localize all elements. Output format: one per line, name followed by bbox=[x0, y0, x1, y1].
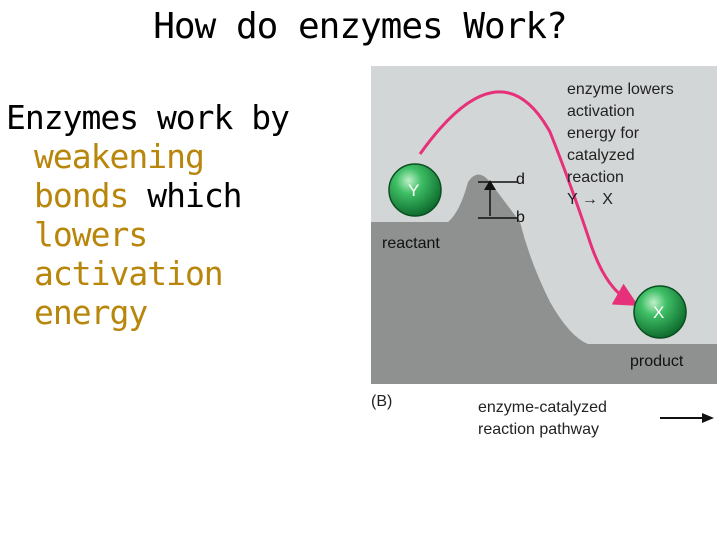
pathway-label-line-1: enzyme-catalyzed bbox=[478, 399, 607, 416]
pathway-label-line-2: reaction pathway bbox=[478, 421, 599, 438]
highlight-activation: activation bbox=[34, 254, 224, 293]
slide-body-text: Enzymes work by weakening bonds which lo… bbox=[6, 98, 356, 332]
activation-arrow-head bbox=[484, 180, 496, 190]
molecule-x bbox=[633, 285, 687, 339]
body-line-2: weakening bbox=[6, 137, 356, 176]
highlight-bonds: bonds bbox=[34, 176, 129, 215]
enzyme-energy-figure: d b Y X enzyme lowers activation energy … bbox=[360, 62, 720, 452]
label-b: b bbox=[516, 209, 525, 226]
highlight-lowers: lowers bbox=[34, 215, 148, 254]
body-line-1: Enzymes work by bbox=[6, 98, 290, 137]
highlight-weakening: weakening bbox=[34, 137, 205, 176]
caption-line-4: catalyzed bbox=[567, 147, 635, 164]
label-reactant: reactant bbox=[382, 235, 440, 252]
molecule-y-label: Y bbox=[408, 181, 419, 200]
caption-line-1: enzyme lowers bbox=[567, 81, 674, 98]
caption-line-2: activation bbox=[567, 103, 635, 120]
product-floor bbox=[588, 344, 717, 384]
body-line-4: lowers bbox=[6, 215, 356, 254]
panel-label: (B) bbox=[371, 393, 392, 410]
label-d: d bbox=[516, 171, 525, 188]
body-line-3: bonds which bbox=[6, 176, 356, 215]
pathway-direction-arrow-head bbox=[702, 413, 714, 423]
molecule-y bbox=[388, 163, 442, 217]
energy-hill bbox=[371, 174, 717, 384]
caption-reaction: Y → X bbox=[567, 191, 613, 208]
highlight-energy: energy bbox=[34, 293, 148, 332]
caption-line-3: energy for bbox=[567, 125, 640, 142]
body-line-5: activation bbox=[6, 254, 356, 293]
body-line-6: energy bbox=[6, 293, 356, 332]
slide-title: How do enzymes Work? bbox=[153, 6, 567, 47]
molecule-x-label: X bbox=[653, 303, 664, 322]
word-which: which bbox=[128, 176, 242, 215]
energy-diagram-svg: d b Y X enzyme lowers activation energy … bbox=[371, 66, 717, 438]
caption-line-5: reaction bbox=[567, 169, 624, 186]
catalyzed-pathway-arrow bbox=[418, 90, 639, 306]
label-product: product bbox=[630, 353, 684, 370]
